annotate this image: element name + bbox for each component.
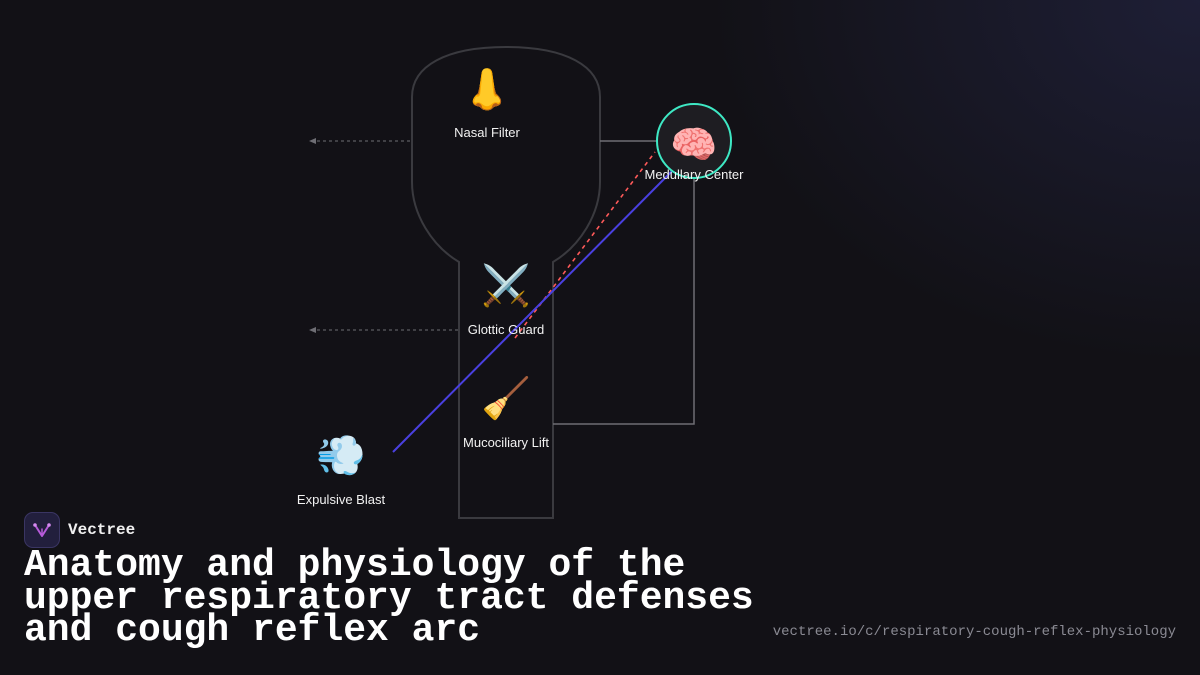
broom-icon: 🧹	[481, 375, 531, 422]
mucociliary-lift-label: Mucociliary Lift	[463, 435, 549, 450]
vectree-logo-icon	[24, 512, 60, 548]
nasal-filter-label: Nasal Filter	[454, 125, 520, 140]
source-url[interactable]: vectree.io/c/respiratory-cough-reflex-ph…	[772, 624, 1176, 640]
nasal-filter-node: 👃 Nasal Filter	[454, 66, 520, 140]
mucociliary-lift-node: 🧹 Mucociliary Lift	[463, 375, 549, 450]
nose-icon: 👃	[462, 66, 512, 113]
crossed-swords-icon: ⚔️	[481, 262, 531, 309]
brain-icon: 🧠	[670, 123, 717, 167]
brand: Vectree	[24, 512, 135, 548]
glottic-guard-node: ⚔️ Glottic Guard	[468, 262, 545, 337]
medullary-center-node: 🧠 Medullary Center	[645, 103, 745, 182]
expulsive-blast-label: Expulsive Blast	[297, 492, 386, 507]
page-title: Anatomy and physiology of the upper resp…	[24, 544, 754, 652]
dash-icon: 💨	[316, 433, 366, 479]
glottic-guard-label: Glottic Guard	[468, 322, 545, 337]
medullary-ring	[656, 103, 732, 179]
expulsive-blast-node: 💨 Expulsive Blast	[297, 433, 386, 507]
brand-name: Vectree	[68, 521, 136, 539]
afferent-signal-line	[514, 151, 656, 339]
efferent-signal-line	[392, 167, 676, 453]
airway-outline	[411, 45, 601, 519]
medullary-center-label: Medullary Center	[645, 167, 745, 182]
reflex-arc-connector	[553, 140, 695, 425]
